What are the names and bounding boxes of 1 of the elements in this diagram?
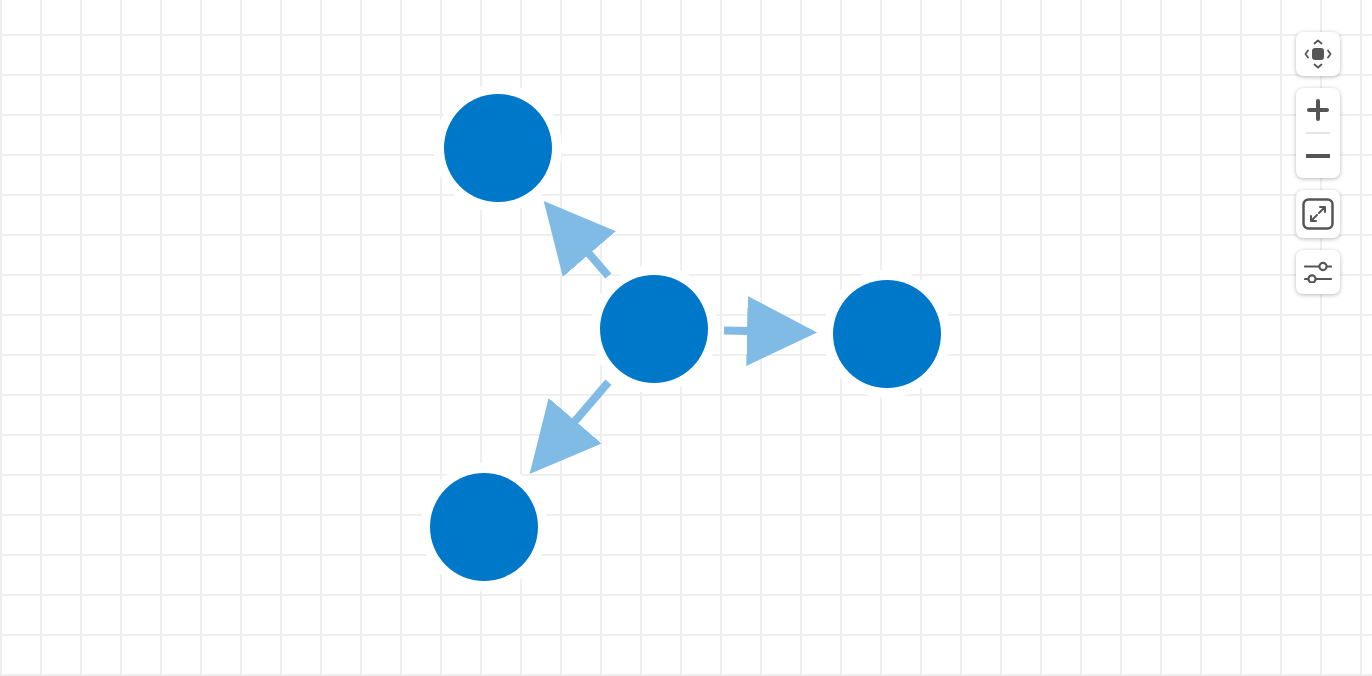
arrow xyxy=(723,296,818,366)
